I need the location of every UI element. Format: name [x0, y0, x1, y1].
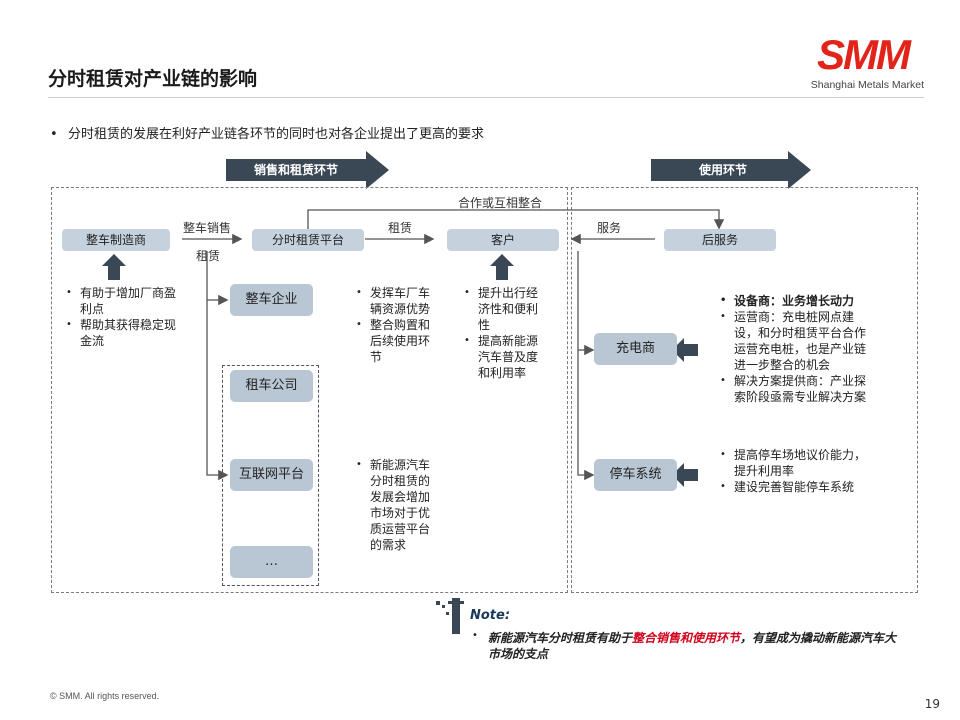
node-customer: 客户	[447, 229, 559, 251]
intro-text: 分时租赁的发展在利好产业链各环节的同时也对各企业提出了更高的要求	[68, 127, 485, 142]
logo-subtitle: Shanghai Metals Market	[810, 79, 924, 91]
node-rental-company: 租车公司	[230, 370, 313, 402]
note-item: 提升出行经济性和便利性	[462, 285, 544, 333]
page-title: 分时租赁对产业链的影响	[48, 68, 258, 90]
note-item: 设备商：业务增长动力	[716, 293, 872, 309]
note-title: Note:	[470, 608, 511, 623]
banner-sales: 销售和租赁环节	[226, 151, 389, 189]
page-number: 19	[924, 697, 940, 711]
note-text: 新能源汽车分时租赁有助于整合销售和使用环节，有望成为撬动新能源汽车大市场的支点	[488, 630, 908, 662]
notes-customer: 提升出行经济性和便利性 提高新能源汽车普及度和利用率	[462, 285, 544, 381]
banner-sales-label: 销售和租赁环节	[254, 163, 339, 177]
label-leasing-right: 租赁	[388, 221, 413, 235]
label-cooperate: 合作或互相整合	[458, 196, 543, 210]
label-leasing-left: 租赁	[196, 249, 221, 263]
banner-usage-arrow-shape	[651, 151, 811, 189]
usage-region	[571, 187, 918, 593]
note-item: 提高新能源汽车普及度和利用率	[462, 333, 544, 381]
banner-sales-arrow-shape	[226, 151, 389, 189]
node-auto-company: 整车企业	[230, 284, 313, 316]
label-vehicle-sales: 整车销售	[183, 221, 232, 235]
label-service: 服务	[597, 221, 622, 235]
intro-bullet: •分时租赁的发展在利好产业链各环节的同时也对各企业提出了更高的要求	[50, 127, 485, 142]
banner-usage: 使用环节	[651, 151, 811, 189]
note-item: 运营商：充电桩网点建设，和分时租赁平台合作运营充电桩，也是产业链进一步整合的机会	[716, 309, 872, 373]
note-item: 发挥车厂车辆资源优势	[354, 285, 436, 317]
note-text-highlight: 整合销售和使用环节	[632, 631, 741, 645]
note-item: 帮助其获得稳定现金流	[64, 317, 176, 349]
note-item: 整合购置和后续使用环节	[354, 317, 436, 365]
copyright: © SMM. All rights reserved.	[50, 691, 160, 701]
sales-region	[51, 187, 568, 593]
node-after-sales: 后服务	[664, 229, 776, 251]
notes-parking: 提高停车场地议价能力，提升利用率 建设完善智能停车系统	[716, 447, 872, 495]
notes-internet-platform: 新能源汽车分时租赁的发展会增加市场对于优质运营平台的需求	[354, 457, 436, 553]
notes-charging: 设备商：业务增长动力 运营商：充电桩网点建设，和分时租赁平台合作运营充电桩，也是…	[716, 293, 872, 405]
note-item: 有助于增加厂商盈利点	[64, 285, 176, 317]
svg-text:SMM: SMM	[817, 34, 912, 74]
node-oem: 整车制造商	[62, 229, 170, 251]
node-platform: 分时租赁平台	[252, 229, 364, 251]
notes-oem: 有助于增加厂商盈利点 帮助其获得稳定现金流	[64, 285, 176, 349]
note-text-after: ，有望成为撬动新能源汽车大市场的支点	[488, 631, 897, 661]
banner-usage-label: 使用环节	[699, 163, 748, 177]
notes-auto-company: 发挥车厂车辆资源优势 整合购置和后续使用环节	[354, 285, 436, 365]
note-item: 提高停车场地议价能力，提升利用率	[716, 447, 872, 479]
node-internet-platform: 互联网平台	[230, 459, 313, 491]
title-divider	[48, 97, 924, 98]
note-item: 建设完善智能停车系统	[716, 479, 872, 495]
note-text-before: 新能源汽车分时租赁有助于	[488, 631, 633, 645]
smm-logo: SMM	[802, 34, 924, 74]
note-bullet-dot: •	[472, 630, 478, 641]
note-item: 解决方案提供商：产业探索阶段亟需专业解决方案	[716, 373, 872, 405]
node-parking: 停车系统	[594, 459, 677, 491]
node-ellipsis: …	[230, 546, 313, 578]
note-item: 新能源汽车分时租赁的发展会增加市场对于优质运营平台的需求	[354, 457, 436, 553]
node-charging: 充电商	[594, 333, 677, 365]
